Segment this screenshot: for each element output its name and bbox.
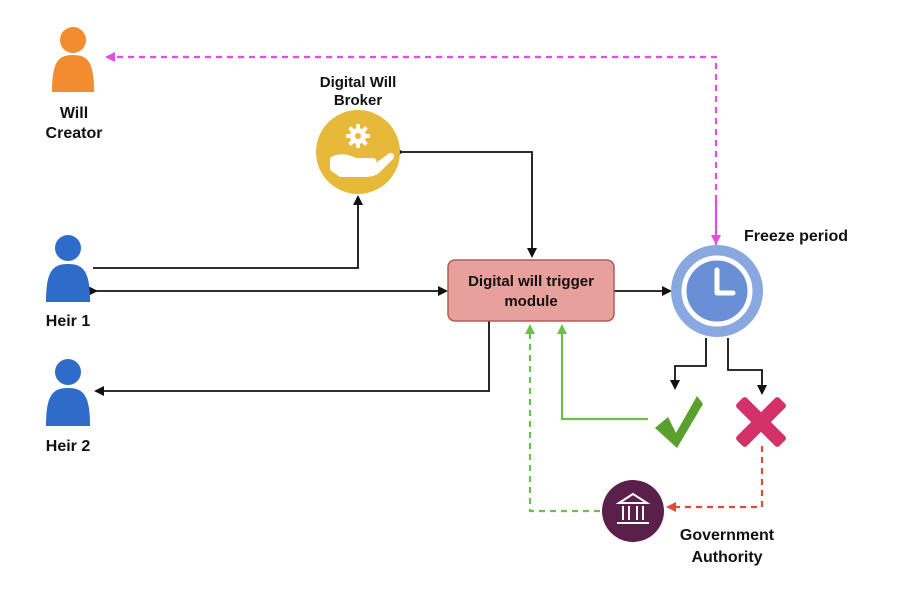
reject-node [736,397,786,447]
heir2-node[interactable]: Heir 2 [46,359,91,455]
will-creator-node[interactable]: Will Creator [46,27,103,142]
check-icon [655,396,703,448]
heir1-person-icon [46,235,90,302]
edge-government-to-trigger [525,324,600,513]
government-label-line1: Government [680,527,775,544]
freeze-period-node[interactable]: Freeze period [671,228,848,337]
heir2-label: Heir 2 [46,438,91,455]
will-creator-label-line2: Creator [46,125,103,142]
cross-icon [736,397,786,447]
edge-cross-to-government [666,446,764,512]
broker-label-line2: Broker [334,92,383,109]
trigger-module-label-line1: Digital will trigger [468,273,594,290]
edge-freeze-to-creator [105,52,718,245]
heir1-node[interactable]: Heir 1 [46,235,91,330]
freeze-period-label: Freeze period [744,228,848,245]
edge-freeze-to-check [670,338,707,390]
edge-broker-trigger [394,147,537,258]
heir2-person-icon [46,359,90,426]
approve-node [655,396,703,448]
bank-building-icon [615,492,651,524]
government-authority-node[interactable]: Government Authority [602,480,775,566]
edge-heir1-to-broker [93,195,363,269]
government-label-line2: Authority [691,549,762,566]
heir1-label: Heir 1 [46,313,91,330]
trigger-module-label-line2: module [504,293,557,310]
will-creator-label-line1: Will [60,105,88,122]
trigger-module-node[interactable]: Digital will trigger module [447,259,615,322]
edge-check-to-trigger [557,324,648,421]
edge-trigger-to-heir2 [94,314,494,396]
broker-node[interactable]: Digital Will Broker [316,74,400,194]
clock-icon [671,245,763,337]
hand-gear-icon [330,124,395,177]
edge-freeze-to-cross [727,338,767,395]
will-creator-person-icon [52,27,94,92]
broker-label-line1: Digital Will [320,74,397,91]
